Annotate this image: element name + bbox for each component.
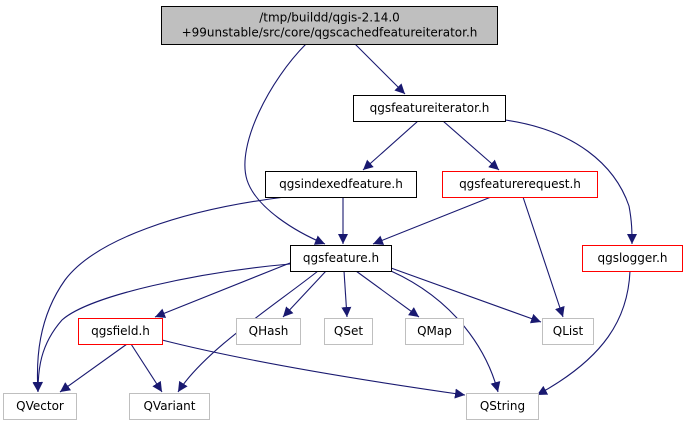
edge-qgsfeature-to-qvector — [33, 263, 291, 393]
node-box — [324, 318, 373, 345]
edge-qgsfeaturerequest-to-qgsfeature — [372, 196, 492, 245]
edge-qgsfield-to-qvariant — [130, 343, 163, 393]
node-qvariant[interactable]: QVariant — [129, 393, 210, 420]
edge-qgsfeatureiterator-to-qgsindexedfeature — [362, 120, 419, 171]
node-qstring[interactable]: QString — [466, 393, 539, 420]
edge-qgsfeature-to-qstring — [390, 270, 501, 393]
edge-qgsfeatureiterator-to-qgslogger — [504, 119, 637, 245]
node-qmap[interactable]: QMap — [405, 318, 464, 345]
node-label: qgsfeaturerequest.h — [459, 177, 581, 191]
node-label: QString — [480, 399, 525, 413]
node-label: qgsindexedfeature.h — [279, 177, 403, 191]
node-box — [265, 171, 417, 198]
node-qgsfeatureiterator[interactable]: qgsfeatureiterator.h — [353, 95, 506, 122]
edge-qgslogger-to-qstring — [536, 270, 631, 396]
node-box — [3, 393, 77, 420]
edge-qgsfeature-to-qgsfield — [154, 262, 291, 318]
node-box — [466, 393, 539, 420]
node-box — [129, 393, 210, 420]
node-label: QSet — [334, 324, 363, 338]
edge-qgsfield-to-qvector — [59, 343, 128, 393]
node-label: QVariant — [143, 399, 195, 413]
node-box — [582, 245, 683, 272]
node-qlist[interactable]: QList — [542, 318, 594, 345]
node-root[interactable]: /tmp/buildd/qgis-2.14.0+99unstable/src/c… — [161, 6, 498, 45]
node-qvector[interactable]: QVector — [3, 393, 77, 420]
edge-qgsfeature-to-qhash — [282, 270, 327, 318]
edge-qgsfeature-to-qlist — [390, 267, 542, 324]
node-label: QMap — [417, 324, 452, 338]
node-label: /tmp/buildd/qgis-2.14.0 — [259, 11, 400, 25]
node-box — [442, 171, 598, 198]
node-box — [353, 95, 506, 122]
node-label: qgsfeature.h — [303, 251, 379, 265]
edge-qgsfeature-to-qmap — [355, 270, 420, 318]
node-label: +99unstable/src/core/qgscachedfeatureite… — [182, 26, 478, 40]
node-label: qgslogger.h — [597, 251, 667, 265]
nodes-layer: /tmp/buildd/qgis-2.14.0+99unstable/src/c… — [3, 6, 683, 420]
edge-qgsfield-to-qstring — [161, 339, 466, 399]
node-box — [161, 6, 498, 45]
node-qgsfeature[interactable]: qgsfeature.h — [290, 245, 392, 272]
node-qhash[interactable]: QHash — [236, 318, 301, 345]
node-qgsfield[interactable]: qgsfield.h — [78, 318, 163, 345]
edges-layer — [32, 43, 637, 399]
edge-qgsindexedfeature-to-qvector — [32, 196, 286, 393]
edge-qgsfeatureiterator-to-qgsfeaturerequest — [442, 120, 500, 171]
edge-qgsfeaturerequest-to-qlist — [522, 196, 565, 318]
edge-root-to-qgsfeatureiterator — [354, 43, 406, 95]
node-label: QVector — [16, 399, 64, 413]
node-qgslogger[interactable]: qgslogger.h — [582, 245, 683, 272]
node-label: qgsfeatureiterator.h — [370, 101, 490, 115]
node-qgsfeaturerequest[interactable]: qgsfeaturerequest.h — [442, 171, 598, 198]
node-box — [542, 318, 594, 345]
node-box — [405, 318, 464, 345]
edge-root-to-qgsfeature — [244, 43, 326, 245]
node-box — [290, 245, 392, 272]
node-qgsindexedfeature[interactable]: qgsindexedfeature.h — [265, 171, 417, 198]
edge-qgsfeature-to-qset — [341, 270, 352, 318]
node-box — [236, 318, 301, 345]
node-label: QHash — [249, 324, 289, 338]
node-label: qgsfield.h — [91, 324, 150, 338]
node-label: QList — [553, 324, 584, 338]
node-qset[interactable]: QSet — [324, 318, 373, 345]
node-box — [78, 318, 163, 345]
